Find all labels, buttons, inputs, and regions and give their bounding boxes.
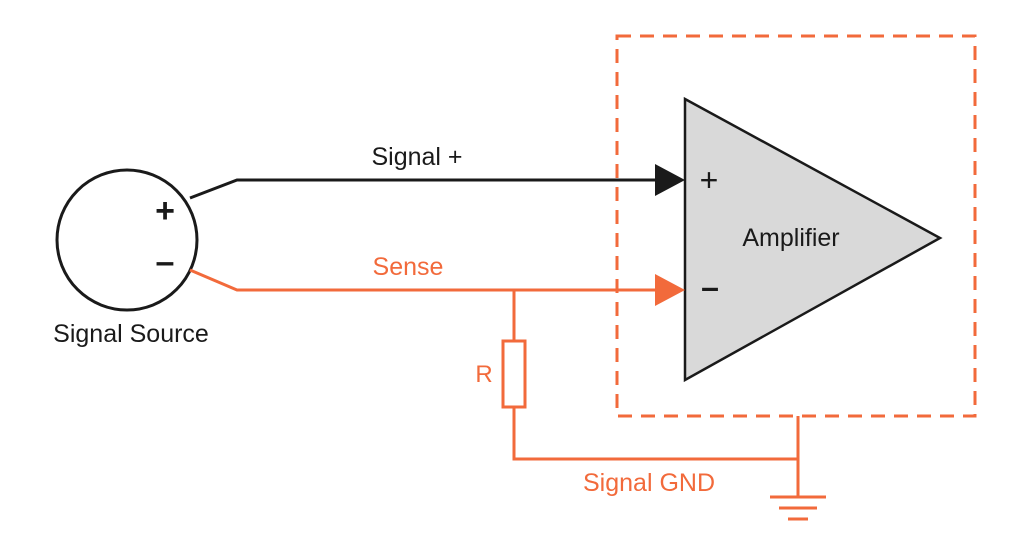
amplifier-label: Amplifier (742, 224, 839, 252)
signal-gnd-wire (512, 407, 798, 461)
signal-plus-label: Signal + (371, 143, 462, 171)
ground-icon (770, 495, 826, 521)
signal-plus-wire (189, 178, 655, 200)
resistor-body (501, 339, 527, 409)
signal-source-label: Signal Source (53, 320, 209, 348)
amplifier-triangle (683, 96, 943, 383)
amp-plus-sign: + (700, 162, 719, 198)
source-plus-sign: + (155, 192, 175, 230)
signal-gnd-label: Signal GND (583, 469, 715, 497)
resistor-label: R (475, 361, 492, 388)
sense-arrowhead (655, 274, 685, 306)
source-minus-sign: – (156, 243, 175, 281)
sense-label: Sense (373, 253, 444, 281)
amp-minus-sign: – (701, 269, 719, 305)
signal-plus-arrowhead (655, 164, 685, 196)
signal-source-circle (55, 168, 199, 312)
sense-wire (189, 268, 655, 292)
